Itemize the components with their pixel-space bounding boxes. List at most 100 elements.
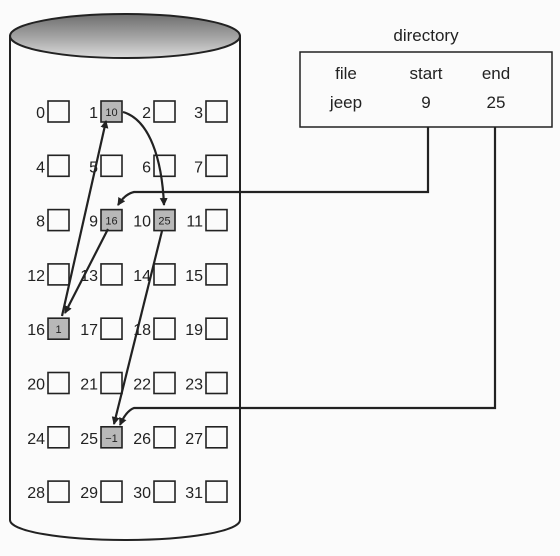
block-number-label: 17 xyxy=(80,322,98,339)
directory-header-end: end xyxy=(482,64,510,83)
disk-block-19: 19 xyxy=(185,317,228,341)
block-number-label: 31 xyxy=(185,485,203,502)
disk-block-28: 28 xyxy=(27,480,70,503)
free-block xyxy=(100,263,123,286)
free-block xyxy=(205,480,228,503)
free-block xyxy=(153,317,176,341)
disk-block-9: 9 16 xyxy=(89,208,123,232)
pointer-arrow-9-to-16 xyxy=(64,228,109,314)
disk-block-17: 17 xyxy=(80,317,123,341)
disk-block-0: 0 xyxy=(36,100,70,123)
disk-block-8: 8 xyxy=(36,208,70,232)
disk-block-4: 4 xyxy=(36,154,70,178)
free-block xyxy=(153,100,176,123)
block-pointer-value: 25 xyxy=(158,216,170,228)
block-pointer-value: −1 xyxy=(105,433,118,445)
free-block xyxy=(205,371,228,395)
directory-panel: directory file start end jeep 9 25 xyxy=(299,26,553,128)
disk-block-29: 29 xyxy=(80,480,123,503)
free-block xyxy=(205,154,228,178)
pointer-arrow-start-to-block-9 xyxy=(117,118,430,206)
block-number-label: 28 xyxy=(27,485,45,502)
disk-block-23: 23 xyxy=(185,371,228,395)
disk-block-3: 3 xyxy=(194,100,228,123)
free-block xyxy=(100,480,123,503)
block-number-label: 4 xyxy=(36,159,45,176)
block-pointer-value: 10 xyxy=(105,107,117,119)
block-number-label: 14 xyxy=(133,268,151,285)
free-block xyxy=(153,371,176,395)
directory-cell-file: jeep xyxy=(329,93,362,112)
block-number-label: 22 xyxy=(133,377,151,394)
disk-top xyxy=(9,13,241,59)
disk-block-1: 1 10 xyxy=(89,100,123,123)
block-number-label: 23 xyxy=(185,377,203,394)
directory-box xyxy=(299,51,553,128)
disk-block-16: 16 1 xyxy=(27,317,70,341)
free-block xyxy=(205,425,228,449)
disk-block-14: 14 xyxy=(133,263,176,286)
pointer-arrow-16-to-1 xyxy=(60,120,109,317)
block-number-label: 25 xyxy=(80,431,98,448)
disk-block-15: 15 xyxy=(185,263,228,286)
block-number-label: 0 xyxy=(36,105,45,122)
block-number-label: 15 xyxy=(185,268,203,285)
free-block xyxy=(153,480,176,503)
disk-block-31: 31 xyxy=(185,480,228,503)
block-number-label: 26 xyxy=(133,431,151,448)
directory-title: directory xyxy=(393,26,459,45)
pointer-arrow-10-to-25 xyxy=(111,230,164,425)
block-pointer-value: 1 xyxy=(55,324,61,336)
disk-block-13: 13 xyxy=(80,263,123,286)
disk-block-22: 22 xyxy=(133,371,176,395)
disk-block-11: 11 xyxy=(186,208,228,232)
block-number-label: 1 xyxy=(89,105,98,122)
disk-block-5: 5 xyxy=(89,154,123,178)
directory-cell-end: 25 xyxy=(487,93,506,112)
block-number-label: 30 xyxy=(133,485,151,502)
disk-block-26: 26 xyxy=(133,425,176,449)
disk-block-25: 25 −1 xyxy=(80,425,123,449)
free-block xyxy=(100,371,123,395)
block-pointer-value: 16 xyxy=(105,216,117,228)
allocated-block xyxy=(47,317,70,341)
free-block xyxy=(205,100,228,123)
directory-cell-start: 9 xyxy=(421,93,430,112)
disk-block-2: 2 xyxy=(142,100,176,123)
free-block xyxy=(47,371,70,395)
free-block xyxy=(47,208,70,232)
block-number-label: 12 xyxy=(27,268,45,285)
block-number-label: 19 xyxy=(185,322,203,339)
allocated-block xyxy=(100,425,123,449)
free-block xyxy=(153,425,176,449)
free-block xyxy=(100,317,123,341)
pointer-arrow-end-to-block-25 xyxy=(118,118,497,426)
free-block xyxy=(205,208,228,232)
block-number-label: 24 xyxy=(27,431,45,448)
disk-block-24: 24 xyxy=(27,425,70,449)
disk-block-30: 30 xyxy=(133,480,176,503)
block-number-label: 6 xyxy=(142,159,151,176)
directory-header-file: file xyxy=(335,64,357,83)
block-number-label: 16 xyxy=(27,322,45,339)
free-block xyxy=(47,480,70,503)
block-pointer-arrows xyxy=(60,110,497,426)
block-number-label: 11 xyxy=(186,214,203,231)
disk-block-20: 20 xyxy=(27,371,70,395)
free-block xyxy=(47,100,70,123)
allocated-block xyxy=(100,208,123,232)
disk-block-21: 21 xyxy=(80,371,123,395)
block-number-label: 21 xyxy=(80,377,98,394)
block-number-label: 7 xyxy=(194,159,203,176)
block-number-label: 3 xyxy=(194,105,203,122)
allocated-block xyxy=(153,208,176,232)
block-number-label: 9 xyxy=(89,214,98,231)
disk-block-27: 27 xyxy=(185,425,228,449)
disk-block-12: 12 xyxy=(27,263,70,286)
block-number-label: 2 xyxy=(142,105,151,122)
block-number-label: 29 xyxy=(80,485,98,502)
block-number-label: 5 xyxy=(89,159,98,176)
block-number-label: 27 xyxy=(185,431,203,448)
